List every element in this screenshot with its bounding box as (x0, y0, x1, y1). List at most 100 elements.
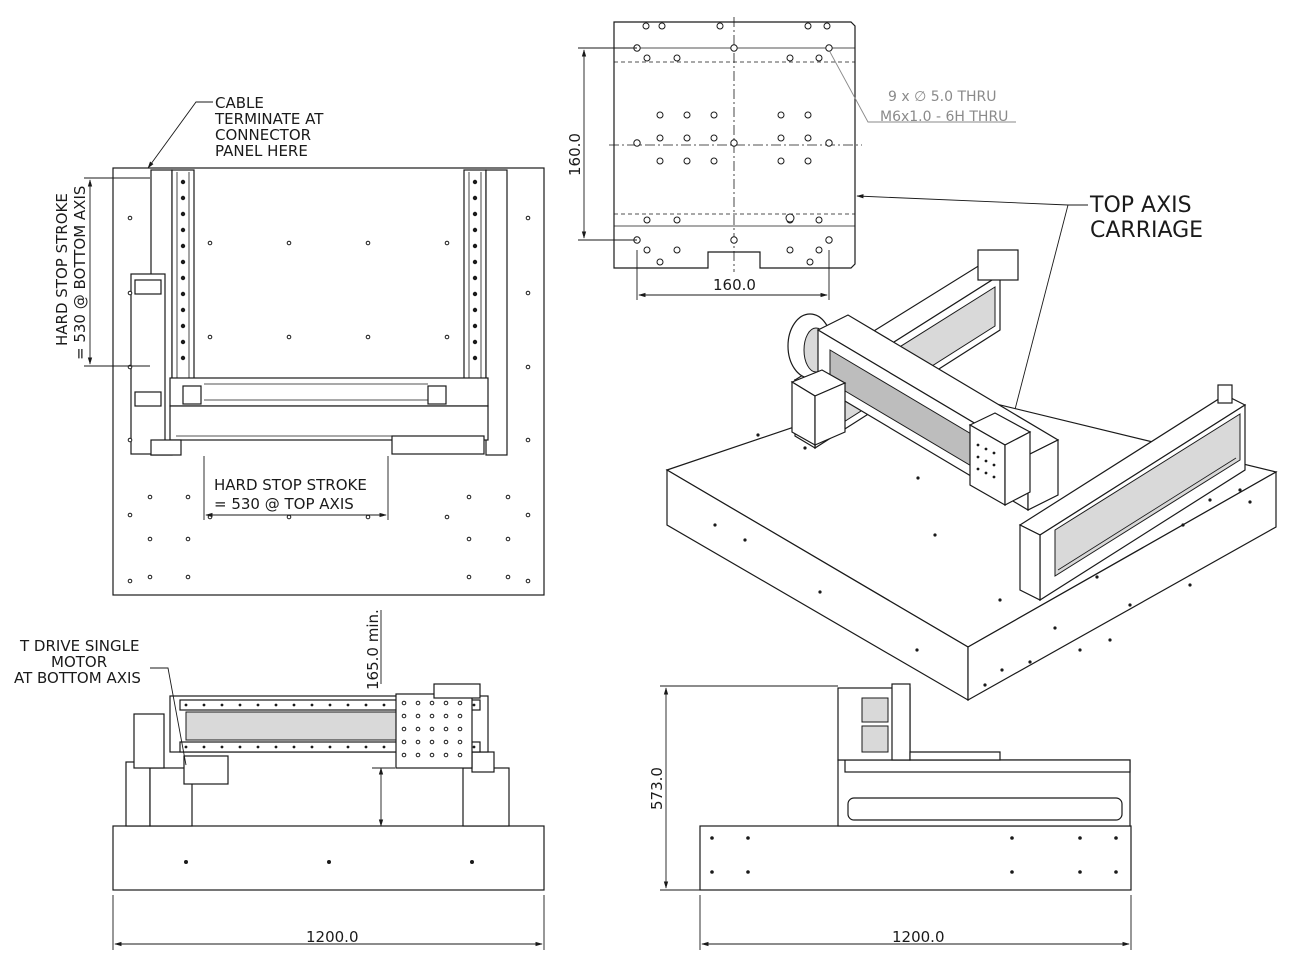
mounting-hole (1078, 836, 1082, 840)
mounting-hole (656, 134, 664, 142)
mounting-hole (983, 683, 987, 687)
mounting-hole (184, 703, 188, 707)
carriage-detail: 160.0 160.0 9 x ∅ 5.0 THRU M6x1.0 - 6H T… (566, 17, 1203, 449)
mounting-hole (785, 213, 795, 223)
mounting-hole (180, 275, 186, 281)
mounting-hole (1181, 523, 1185, 527)
mounting-hole (429, 752, 435, 758)
mounting-hole (310, 745, 314, 749)
mounting-hole (365, 240, 371, 246)
cable-note-line1: CABLE (215, 94, 264, 112)
mounting-hole (185, 536, 191, 542)
mounting-hole (286, 240, 292, 246)
mounting-hole (457, 739, 463, 745)
mounting-hole (786, 54, 794, 62)
mounting-hole (804, 111, 812, 119)
mounting-hole (401, 726, 407, 732)
mounting-hole (1238, 488, 1242, 492)
mounting-hole (429, 726, 435, 732)
mounting-hole (415, 700, 421, 706)
hard-stop-bottom-line2: = 530 @ BOTTOM AXIS (71, 186, 89, 360)
mounting-hole (443, 713, 449, 719)
mounting-hole (633, 139, 641, 147)
mounting-hole (1208, 498, 1212, 502)
cable-chain (391, 435, 485, 455)
mounting-hole (207, 240, 213, 246)
mounting-hole (127, 437, 133, 443)
left-foot (150, 439, 182, 456)
mounting-hole (1028, 660, 1032, 664)
mounting-hole (710, 870, 714, 874)
mounting-hole (683, 157, 691, 165)
mounting-hole (643, 246, 651, 254)
mounting-hole (1128, 603, 1132, 607)
mounting-hole (382, 703, 386, 707)
mounting-hole (180, 323, 186, 329)
mounting-hole (415, 713, 421, 719)
mounting-hole (1248, 500, 1252, 504)
mounting-hole (710, 134, 718, 142)
mounting-hole (1078, 870, 1082, 874)
mounting-hole (443, 752, 449, 758)
mounting-hole (429, 713, 435, 719)
top-axis-carriage-line2: CARRIAGE (1090, 218, 1203, 243)
mounting-hole (180, 179, 186, 185)
gantry-block-right (427, 385, 447, 405)
mounting-hole (825, 236, 833, 244)
mounting-hole (1078, 648, 1082, 652)
mounting-hole (127, 512, 133, 518)
mounting-hole (525, 578, 531, 584)
mounting-hole (472, 259, 478, 265)
mounting-hole (683, 134, 691, 142)
mounting-hole (815, 246, 823, 254)
mounting-hole (457, 700, 463, 706)
mounting-hole (207, 334, 213, 340)
hole-note-line2: M6x1.0 - 6H THRU (880, 109, 1008, 125)
mounting-hole (472, 355, 478, 361)
mounting-hole (818, 590, 822, 594)
mounting-hole (292, 703, 296, 707)
mounting-hole (472, 243, 478, 249)
motor-cap-lower (134, 391, 162, 407)
hard-stop-top-line1: HARD STOP STROKE (214, 476, 367, 494)
right-side-frame (485, 169, 508, 456)
motor-housing (130, 273, 166, 455)
mounting-hole (220, 745, 224, 749)
mounting-hole (1188, 583, 1192, 587)
mounting-hole (365, 334, 371, 340)
mounting-hole (472, 745, 476, 749)
mounting-hole (202, 745, 206, 749)
carriage-width-dim: 160.0 (713, 276, 756, 294)
mounting-hole (806, 258, 814, 266)
mounting-hole (238, 703, 242, 707)
mounting-hole (147, 494, 153, 500)
mounting-hole (185, 494, 191, 500)
t-drive-line2: MOTOR (51, 653, 107, 671)
mounting-hole (415, 739, 421, 745)
mounting-hole (823, 22, 831, 30)
mounting-hole (382, 745, 386, 749)
mounting-hole (642, 22, 650, 30)
mounting-hole (328, 703, 332, 707)
mounting-hole (444, 240, 450, 246)
mounting-hole (429, 700, 435, 706)
mounting-hole (656, 157, 664, 165)
mounting-hole (185, 574, 191, 580)
mounting-hole (443, 726, 449, 732)
t-drive-line3: AT BOTTOM AXIS (14, 669, 141, 687)
mounting-hole (147, 574, 153, 580)
mounting-hole (1114, 836, 1118, 840)
mounting-hole (466, 536, 472, 542)
mounting-hole (274, 745, 278, 749)
mounting-hole (401, 700, 407, 706)
t-drive-line1: T DRIVE SINGLE (19, 637, 139, 655)
mounting-hole (127, 290, 133, 296)
mounting-hole (710, 157, 718, 165)
mounting-hole (786, 246, 794, 254)
mounting-hole (746, 836, 750, 840)
mounting-hole (180, 195, 186, 201)
mounting-hole (756, 433, 760, 437)
mounting-hole (1010, 836, 1014, 840)
mounting-hole (825, 44, 833, 52)
mounting-hole (184, 745, 188, 749)
